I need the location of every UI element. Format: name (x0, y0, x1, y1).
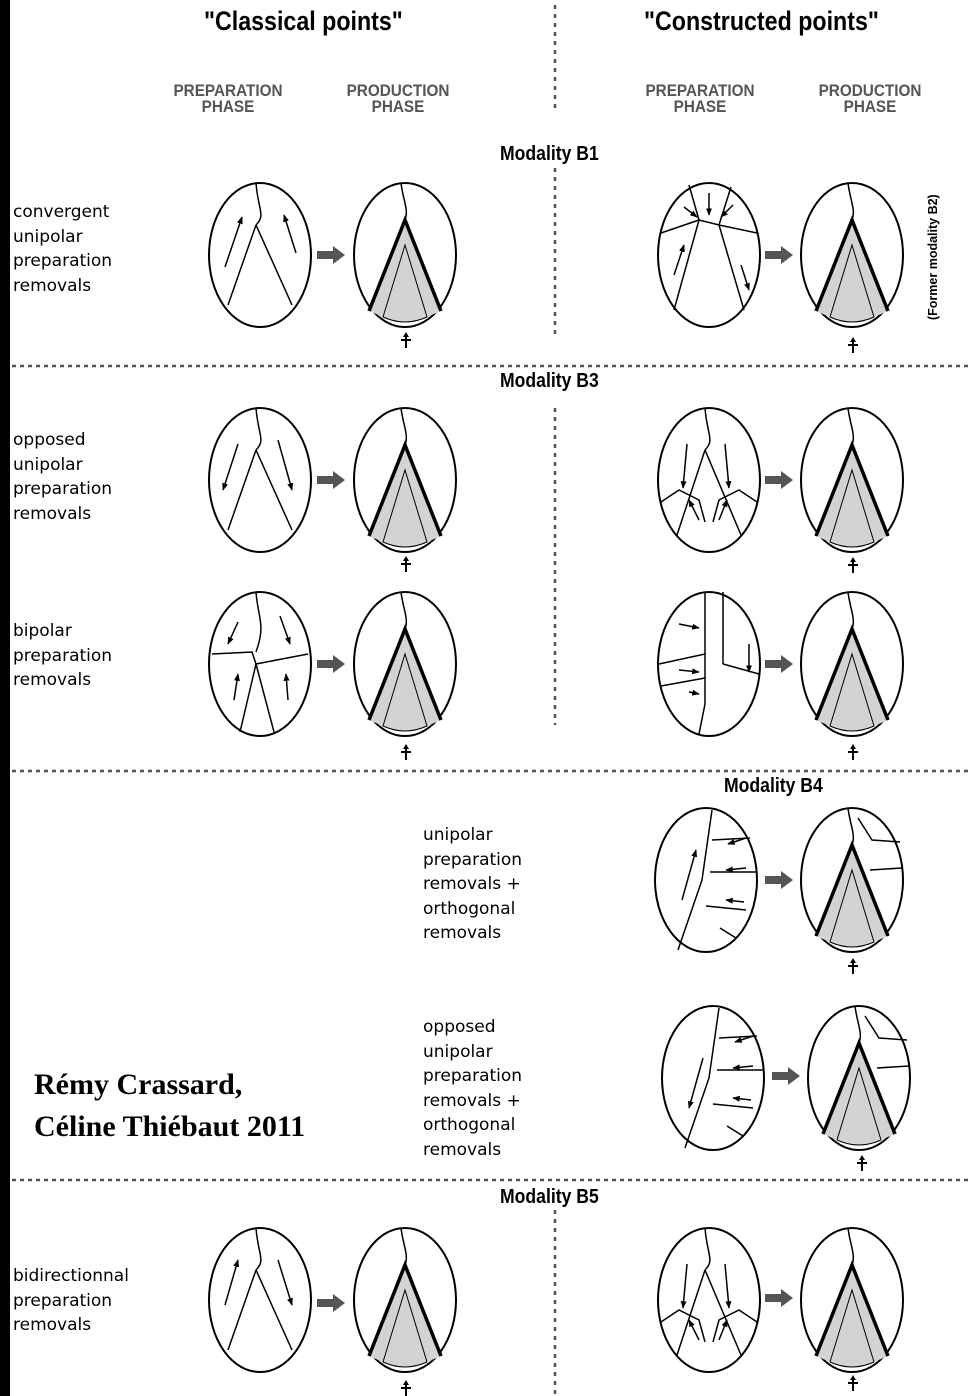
b3-classical-production (354, 408, 456, 552)
point-direction-marker (401, 1380, 411, 1396)
transition-arrow-shape (765, 1289, 793, 1307)
point-direction-marker (848, 958, 858, 974)
b3-bipolar-constructed-preparation (658, 592, 760, 736)
b4-opposed-preparation (662, 1006, 764, 1150)
transition-arrow (317, 1294, 345, 1312)
transition-arrow-shape (317, 655, 345, 673)
transition-arrow (765, 471, 793, 489)
b5-constructed-production (801, 1228, 903, 1372)
transition-arrow-shape (317, 471, 345, 489)
b3-bipolar-classical-production (354, 592, 456, 736)
transition-arrow (765, 246, 793, 264)
point-direction-marker (848, 337, 858, 353)
transition-arrow (317, 655, 345, 673)
specimen-outline (209, 592, 311, 736)
b1-constructed-preparation (658, 183, 760, 327)
b3-constructed-production (801, 408, 903, 552)
figure-page: "Classical points" "Constructed points" … (10, 0, 969, 1396)
b4-opposed-production (808, 1006, 910, 1150)
transition-arrow-shape (765, 246, 793, 264)
specimen-outline (662, 1006, 764, 1150)
specimen-outline (655, 808, 757, 952)
point-direction-marker (401, 556, 411, 572)
b5-classical-production (354, 1228, 456, 1372)
transition-arrow-shape (317, 1294, 345, 1312)
point-direction-marker (857, 1155, 867, 1171)
transition-arrow-shape (317, 246, 345, 264)
b1-classical-production (354, 183, 456, 327)
b5-constructed-preparation (658, 1228, 760, 1372)
b3-bipolar-constructed-production (801, 592, 903, 736)
point-direction-marker (848, 1375, 858, 1391)
transition-arrow-shape (765, 655, 793, 673)
b3-classical-preparation (209, 408, 311, 552)
point-direction-marker (848, 744, 858, 760)
transition-arrow (317, 246, 345, 264)
transition-arrows (317, 246, 800, 1312)
b4-unipolar-preparation (655, 808, 757, 952)
transition-arrow (772, 1067, 800, 1085)
b3-constructed-preparation (658, 408, 760, 552)
transition-arrow (765, 1289, 793, 1307)
point-direction-marker (401, 332, 411, 348)
b5-classical-preparation (209, 1228, 311, 1372)
b1-constructed-production (801, 183, 903, 327)
b3-bipolar-classical-preparation (209, 592, 311, 736)
transition-arrow (765, 871, 793, 889)
transition-arrow-shape (765, 871, 793, 889)
b1-classical-preparation (209, 183, 311, 327)
point-direction-marker (401, 744, 411, 760)
lithic-diagram-artwork (10, 0, 969, 1396)
transition-arrow (317, 471, 345, 489)
transition-arrow (765, 655, 793, 673)
point-direction-marker (848, 557, 858, 573)
point-markers (401, 332, 867, 1396)
transition-arrow-shape (765, 471, 793, 489)
b4-unipolar-production (801, 808, 903, 952)
transition-arrow-shape (772, 1067, 800, 1085)
specimens (209, 183, 910, 1372)
specimen-outline (658, 592, 760, 736)
